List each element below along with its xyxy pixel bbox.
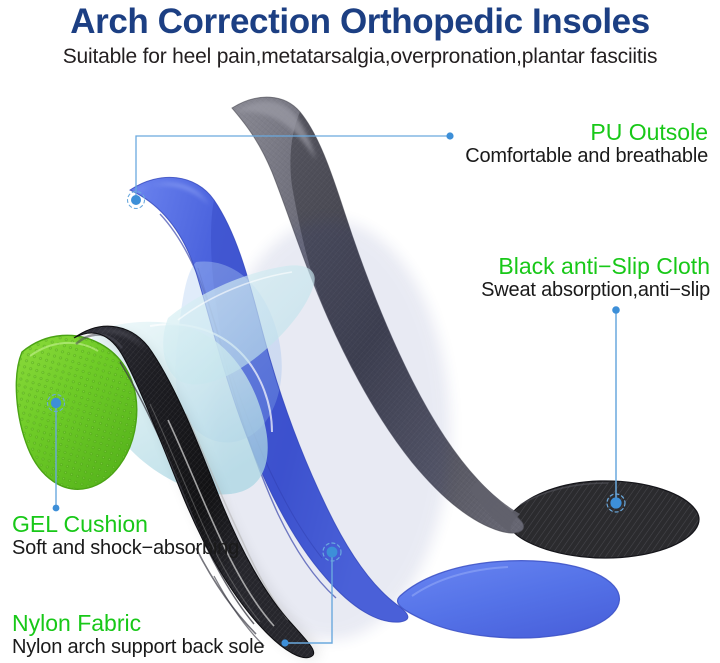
callout-title-black-anti-slip-cloth: Black anti−Slip Cloth	[498, 253, 710, 279]
callout-subtitle-gel-cushion: Soft and shock−absorbing	[12, 537, 240, 559]
callout-marker-black-anti-slip-cloth	[610, 497, 622, 509]
callout-title-nylon-fabric: Nylon Fabric	[12, 610, 142, 636]
page-title: Arch Correction Orthopedic Insoles	[70, 2, 650, 41]
callout-line-nylon-fabric	[281, 542, 342, 647]
callout-lines	[46, 132, 626, 647]
callout-line-black-anti-slip-cloth	[606, 306, 626, 513]
black-anti-slip-forefoot-pad	[507, 480, 700, 559]
callout-marker-gel-cushion	[50, 397, 62, 409]
callout-pu-outsole: PU Outsole Comfortable and breathable	[465, 120, 708, 168]
callout-marker-pu-outsole	[131, 195, 141, 205]
callout-title-pu-outsole: PU Outsole	[590, 119, 708, 145]
black-nylon-arch-support	[73, 325, 319, 659]
page-subtitle: Suitable for heel pain,metatarsalgia,ove…	[62, 45, 658, 68]
callout-subtitle-nylon-fabric: Nylon arch support back sole	[12, 636, 265, 658]
callout-marker-nylon-fabric	[326, 546, 338, 558]
callout-line-gel-cushion	[46, 393, 66, 512]
header: Arch Correction Orthopedic Insoles Suita…	[0, 0, 720, 84]
callout-black-anti-slip-cloth: Black anti−Slip Cloth Sweat absorption,a…	[481, 254, 710, 302]
callout-title-gel-cushion: GEL Cushion	[12, 511, 148, 537]
gel-cushion-pad	[15, 334, 138, 490]
callout-line-pu-outsole	[126, 132, 454, 210]
callout-gel-cushion: GEL Cushion Soft and shock−absorbing	[12, 512, 239, 560]
callout-subtitle-pu-outsole: Comfortable and breathable	[465, 145, 708, 167]
callout-nylon-fabric: Nylon Fabric Nylon arch support back sol…	[12, 610, 265, 659]
callout-subtitle-black-anti-slip-cloth: Sweat absorption,anti−slip	[481, 279, 710, 301]
